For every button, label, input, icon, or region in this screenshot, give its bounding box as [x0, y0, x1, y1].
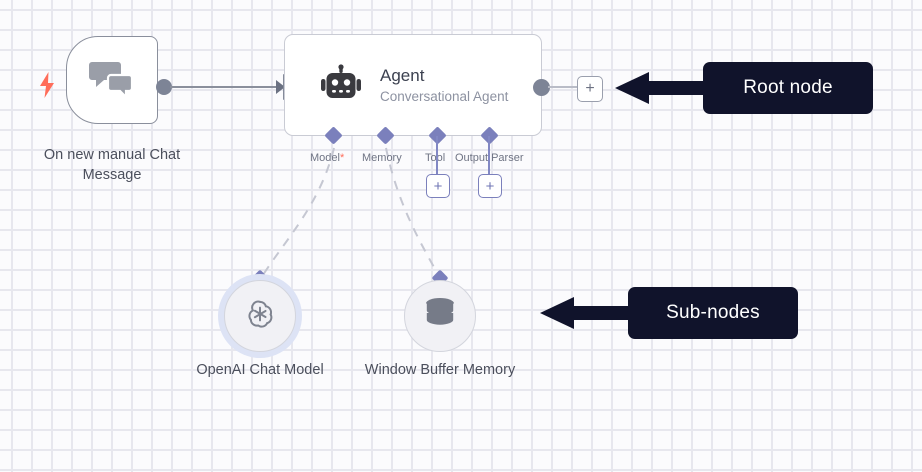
node-chat-trigger[interactable] [66, 36, 158, 124]
connector-label-memory: Memory [362, 152, 402, 164]
connector-endpoint-model[interactable] [324, 126, 343, 145]
node-window-buffer-memory[interactable] [404, 280, 476, 352]
node-label-window-buffer-memory: Window Buffer Memory [364, 362, 516, 378]
callout-sub-nodes: Sub-nodes [628, 287, 798, 339]
openai-logo-icon [241, 295, 279, 338]
node-openai-chat-model[interactable] [224, 280, 296, 352]
agent-output-endpoint[interactable] [533, 79, 550, 96]
trigger-output-endpoint[interactable] [156, 79, 172, 95]
chat-bubbles-icon [89, 58, 135, 103]
lightning-bolt-icon [38, 72, 56, 98]
connector-stem-output-parser [488, 136, 490, 174]
connection-trigger-to-agent[interactable] [170, 86, 282, 88]
connector-stem-tool [436, 136, 438, 174]
agent-title: Agent [380, 65, 425, 85]
agent-subtitle: Conversational Agent [380, 88, 509, 104]
node-label-chat-trigger: On new manual Chat Message [43, 147, 181, 183]
database-icon [423, 296, 457, 337]
connection-arrowhead-icon [276, 80, 285, 94]
connector-label-tool: Tool [425, 152, 445, 165]
connector-endpoint-memory[interactable] [376, 126, 395, 145]
add-node-button-output[interactable]: + [577, 76, 603, 102]
add-node-button-output-parser[interactable]: + [478, 174, 502, 198]
agent-output-stub [548, 86, 578, 88]
node-agent[interactable]: Agent Conversational Agent [284, 34, 542, 136]
required-asterisk-icon: * [339, 152, 345, 164]
callout-root-node: Root node [703, 62, 873, 114]
node-label-openai-chat-model: OpenAI Chat Model [196, 362, 324, 378]
robot-icon [320, 64, 362, 106]
connector-label-model: Model* [310, 152, 345, 164]
callout-arrow-sub-nodes [540, 297, 645, 329]
add-node-button-tool[interactable]: + [426, 174, 450, 198]
callout-arrow-root-node [615, 72, 725, 104]
